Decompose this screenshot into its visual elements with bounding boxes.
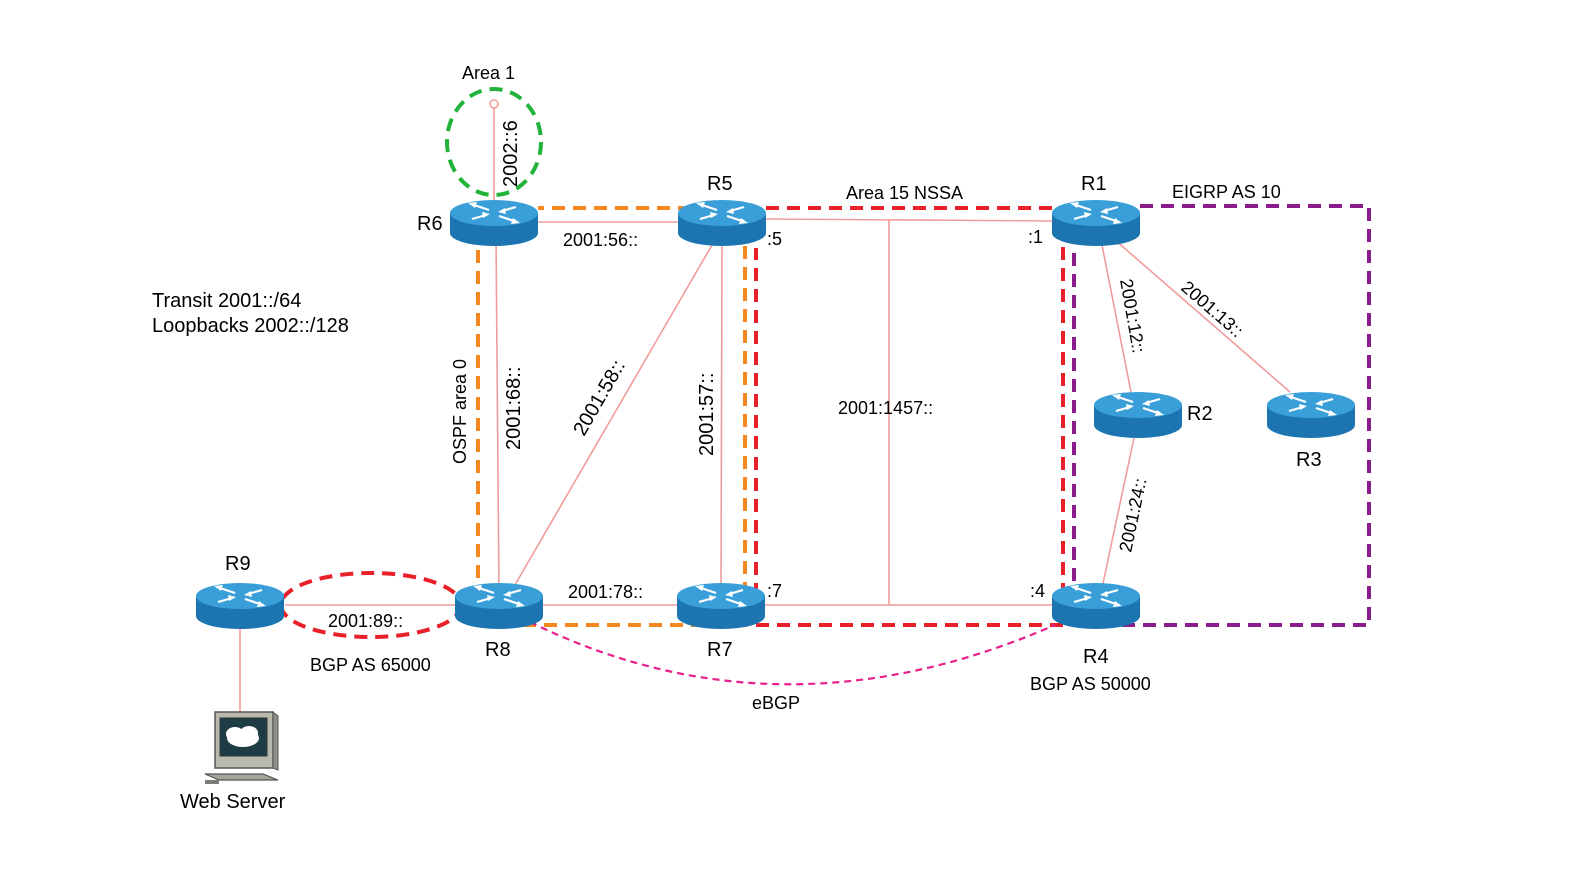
transit-note: Transit 2001::/64	[152, 290, 301, 312]
ebgp-label: eBGP	[752, 693, 800, 713]
bgp-as50000-label: BGP AS 50000	[1030, 674, 1151, 694]
link-label-r5-r8: 2001:58::	[569, 356, 630, 439]
router-r4[interactable]	[1050, 581, 1142, 631]
regions-layer	[279, 87, 1371, 686]
bgp-as65000-label: BGP AS 65000	[310, 655, 431, 675]
link-label-r9-r8: 2001:89::	[328, 611, 403, 631]
nssa-area15-boundary	[754, 206, 1065, 627]
router-icon	[1092, 390, 1184, 440]
area1-boundary	[445, 87, 543, 197]
router-label-r6: R6	[417, 213, 443, 235]
link-r6-r8	[495, 235, 500, 595]
host-id-r1: :1	[1028, 227, 1043, 247]
router-label-r2: R2	[1187, 403, 1213, 425]
router-r2[interactable]	[1092, 390, 1184, 440]
eigrp-label: EIGRP AS 10	[1172, 182, 1281, 202]
host-id-r7: :7	[767, 581, 782, 601]
loopbacks-note: Loopbacks 2002::/128	[152, 315, 349, 337]
link-label-r6-r5: 2001:56::	[563, 230, 638, 250]
router-label-r3: R3	[1296, 449, 1322, 471]
link-label-r6-loopback: 2002::6	[500, 120, 522, 187]
router-icon	[448, 198, 540, 248]
router-label-r5: R5	[707, 173, 733, 195]
link-r5-r1	[765, 218, 1053, 222]
link-label-r8-r7: 2001:78::	[568, 582, 643, 602]
router-icon	[675, 581, 767, 631]
router-label-r7: R7	[707, 639, 733, 661]
ebgp-session	[529, 621, 1056, 686]
router-r5[interactable]	[676, 198, 768, 248]
router-label-r1: R1	[1081, 173, 1107, 195]
link-label-1457: 2001:1457::	[838, 398, 933, 418]
area15-label: Area 15 NSSA	[846, 183, 963, 203]
router-r3[interactable]	[1265, 390, 1357, 440]
router-r8[interactable]	[453, 581, 545, 631]
router-icon	[1265, 390, 1357, 440]
loopback-endpoint	[489, 99, 499, 109]
router-label-r8: R8	[485, 639, 511, 661]
router-icon	[1050, 198, 1142, 248]
links-layer	[239, 99, 1291, 714]
router-icon	[194, 581, 286, 631]
link-label-r6-r8: 2001:68::	[503, 367, 525, 450]
router-r6[interactable]	[448, 198, 540, 248]
router-icon	[676, 198, 768, 248]
eigrp-boundary	[1072, 204, 1371, 627]
router-r7[interactable]	[675, 581, 767, 631]
link-r1-r3	[1114, 239, 1291, 393]
host-id-r4: :4	[1030, 581, 1045, 601]
link-r5-r8	[511, 244, 713, 591]
router-icon	[453, 581, 545, 631]
link-r1-r2	[1101, 244, 1132, 393]
router-r1[interactable]	[1050, 198, 1142, 248]
link-label-r5-r7: 2001:57::	[696, 373, 718, 456]
router-icon	[1050, 581, 1142, 631]
link-r5-r7	[720, 244, 723, 591]
link-label-r1-r3: 2001:13::	[1177, 277, 1247, 341]
router-r9[interactable]	[194, 581, 286, 631]
host-id-r5: :5	[767, 229, 782, 249]
link-label-r2-r4: 2001:24::	[1115, 476, 1150, 554]
router-label-r9: R9	[225, 553, 251, 575]
web-server-label: Web Server	[180, 791, 286, 813]
area0-label: OSPF area 0	[450, 359, 470, 464]
area1-label: Area 1	[462, 63, 515, 83]
web-server-icon[interactable]	[204, 710, 279, 784]
router-label-r4: R4	[1083, 646, 1109, 668]
link-r2-r4	[1101, 437, 1135, 589]
